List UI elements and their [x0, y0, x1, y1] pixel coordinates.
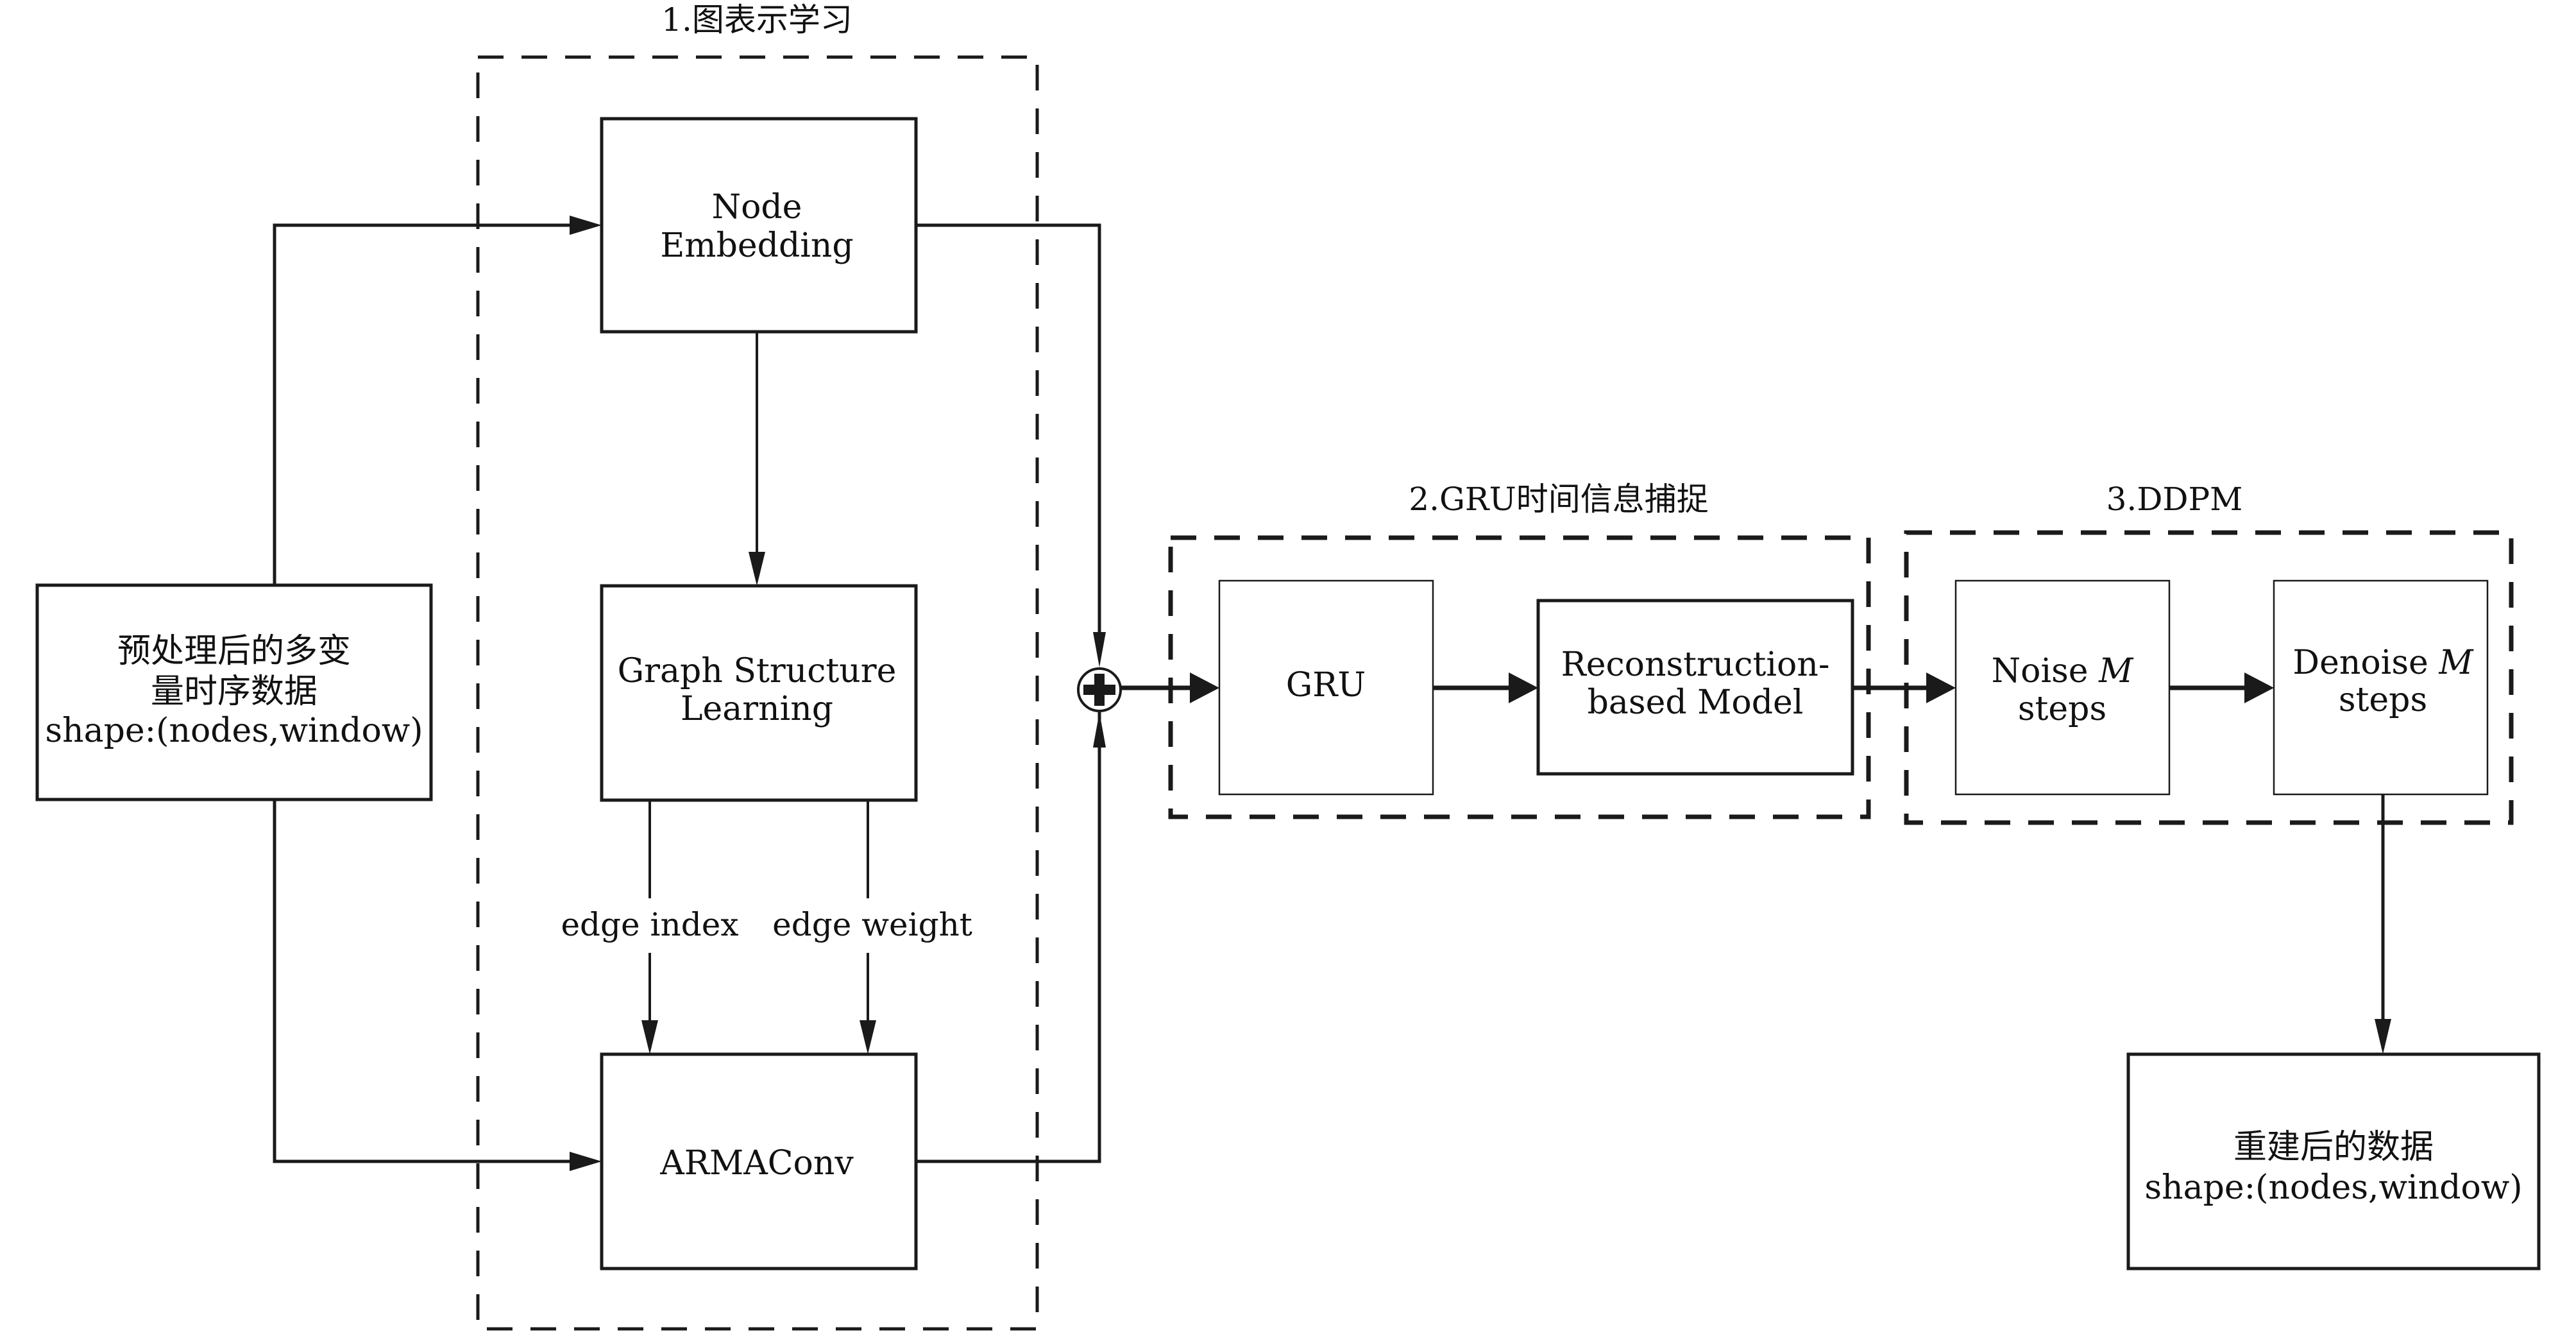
svg-text:shape:(nodes,window): shape:(nodes,window) — [2144, 1168, 2522, 1207]
input-data-node: 预处理后的多变 量时序数据 shape:(nodes,window) — [35, 583, 433, 801]
svg-text:Noise M: Noise M — [1992, 652, 2134, 690]
graph-structure-learning-node: Graph Structure Learning — [600, 584, 918, 802]
group-ddpm — [1904, 530, 2514, 825]
svg-text:重建后的数据: 重建后的数据 — [2233, 1128, 2434, 1167]
reconstruction-model-node: Reconstruction- based Model — [1536, 599, 1854, 776]
gru-node: GRU — [1218, 579, 1434, 796]
arrowhead-icon — [749, 552, 765, 586]
svg-text:ARMAConv: ARMAConv — [659, 1144, 854, 1183]
svg-text:预处理后的多变: 预处理后的多变 — [117, 632, 351, 671]
svg-text:based Model: based Model — [1588, 683, 1804, 722]
output-data-node: 重建后的数据 shape:(nodes,window) — [2126, 1052, 2541, 1270]
svg-text:Graph Structure: Graph Structure — [618, 652, 897, 690]
group-title-gru-capture: 2.GRU时间信息捕捉 — [1409, 481, 1708, 518]
svg-text:Embedding: Embedding — [660, 227, 853, 265]
arrowhead-icon — [570, 1152, 602, 1171]
edge-index-label: edge index — [561, 906, 738, 943]
arrowhead-icon — [1093, 632, 1106, 667]
svg-text:GRU: GRU — [1286, 666, 1366, 705]
armaconv-node: ARMAConv — [600, 1052, 918, 1270]
arrowhead-icon — [860, 1020, 876, 1054]
svg-text:steps: steps — [2018, 690, 2106, 728]
node-embedding-node: Node Embedding — [600, 117, 918, 334]
arrowhead-icon — [641, 1020, 658, 1054]
edge-embedding-to-sum — [916, 223, 1101, 654]
svg-text:Reconstruction-: Reconstruction- — [1561, 646, 1830, 684]
arrowhead-icon — [570, 216, 602, 235]
denoise-steps-node: Denoise M steps — [2273, 579, 2489, 796]
group-graph-learning — [476, 55, 1039, 1331]
svg-text:Learning: Learning — [681, 690, 833, 728]
edge-armaconv-to-sum — [916, 712, 1101, 1163]
svg-text:Node: Node — [712, 188, 802, 227]
group-title-ddpm: 3.DDPM — [2106, 481, 2243, 518]
arrowhead-icon — [2375, 1019, 2391, 1054]
arrowhead-icon — [1093, 712, 1106, 748]
svg-text:Denoise M: Denoise M — [2292, 644, 2474, 682]
svg-text:shape:(nodes,window): shape:(nodes,window) — [45, 712, 423, 750]
edge-input-to-armaconv — [273, 800, 577, 1163]
arrowhead-icon — [1190, 672, 1219, 703]
svg-text:量时序数据: 量时序数据 — [151, 672, 318, 711]
edge-weight-label: edge weight — [772, 906, 972, 943]
arrowhead-icon — [1926, 672, 1956, 703]
group-title-graph-learning: 1.图表示学习 — [661, 1, 852, 38]
svg-text:steps: steps — [2339, 681, 2427, 719]
arrowhead-icon — [2244, 672, 2274, 703]
edge-input-to-embedding — [273, 223, 577, 585]
group-gru-capture — [1168, 535, 1871, 819]
sum-node — [1077, 667, 1122, 712]
arrowhead-icon — [1509, 672, 1538, 703]
noise-steps-node: Noise M steps — [1954, 579, 2171, 796]
